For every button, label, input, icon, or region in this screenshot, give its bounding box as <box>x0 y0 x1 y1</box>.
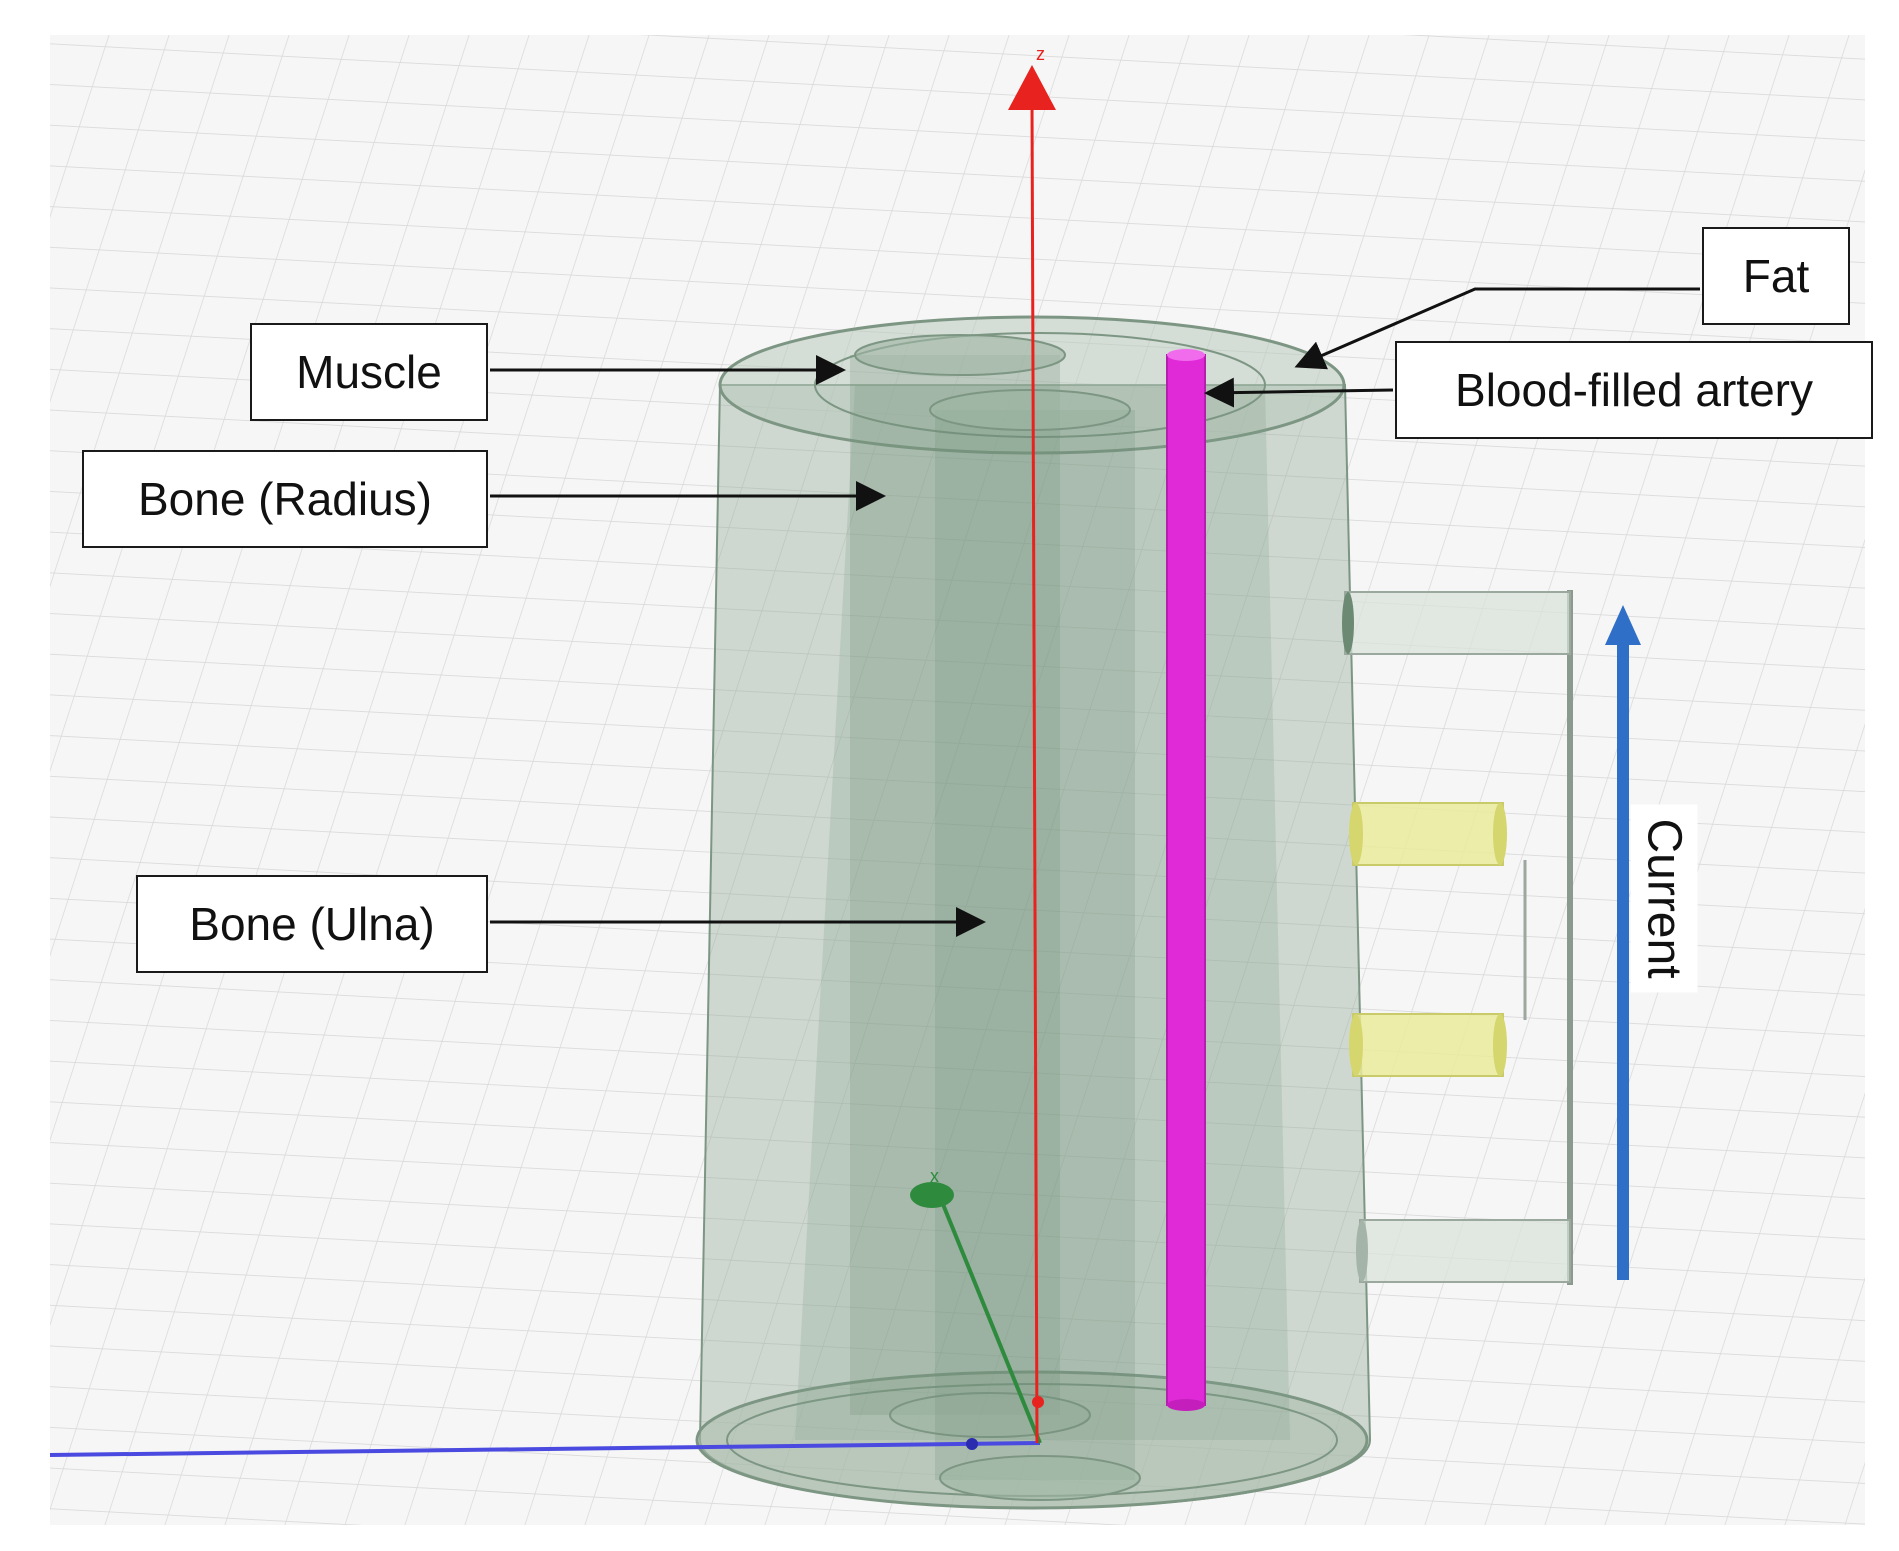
y-axis <box>49 1441 1041 1457</box>
current-label: Current <box>1630 804 1698 993</box>
current-arrow <box>1605 605 1641 1280</box>
z-axis <box>1030 104 1039 1444</box>
x-axis <box>936 1191 1042 1444</box>
muscle-label: Muscle <box>250 323 488 421</box>
upper-coil <box>1352 802 1504 866</box>
x-axis-letter: x <box>930 1166 939 1186</box>
bone-ulna-label: Bone (Ulna) <box>136 875 488 973</box>
top-electrode <box>1344 591 1571 655</box>
coordinate-axes: x z <box>49 44 1056 1457</box>
z-axis-arrowhead <box>1008 65 1056 110</box>
bottom-electrode <box>1359 1219 1571 1283</box>
blood-artery <box>1166 349 1206 1411</box>
label-arrows <box>490 287 1700 937</box>
lower-coil <box>1352 1013 1504 1077</box>
artery-pointer <box>1204 377 1394 408</box>
z-axis-letter: z <box>1036 44 1045 64</box>
artery-label: Blood-filled artery <box>1395 341 1873 439</box>
electrode-assembly <box>1342 590 1573 1285</box>
fat-pointer <box>1294 287 1700 370</box>
x-axis-arrowhead <box>910 1182 954 1208</box>
fat-label: Fat <box>1702 227 1850 325</box>
bone-radius-label: Bone (Radius) <box>82 450 488 548</box>
